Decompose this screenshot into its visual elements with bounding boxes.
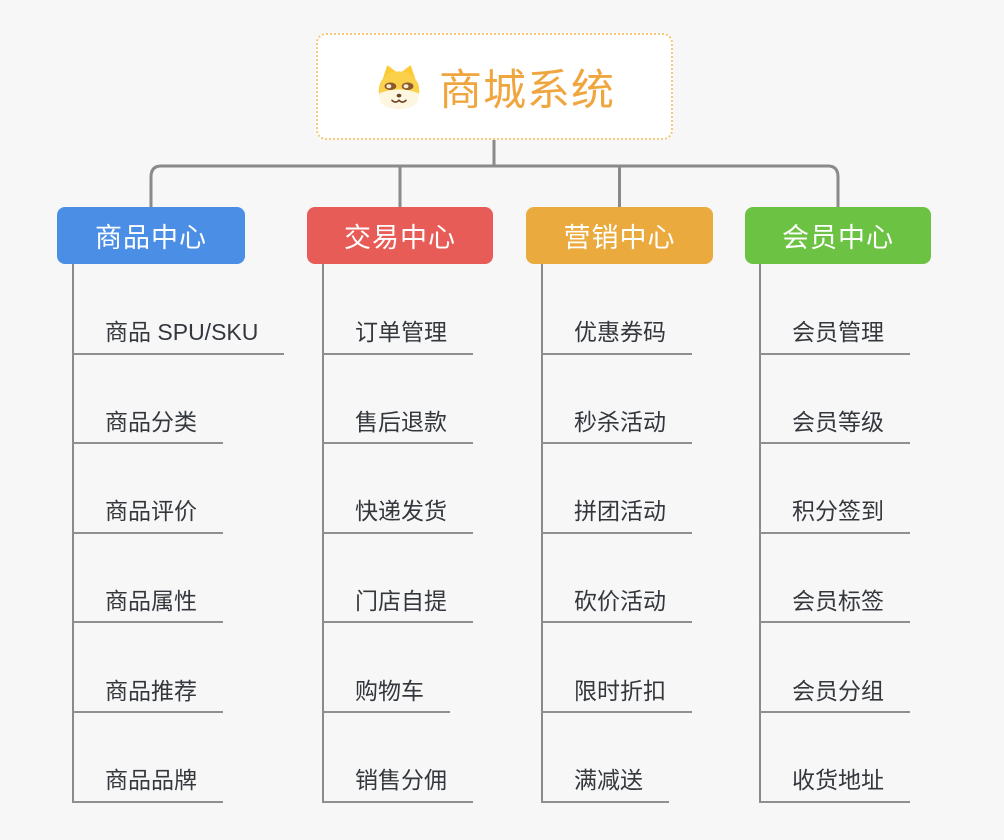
branch-marketing-center[interactable]: 营销中心 — [526, 207, 713, 264]
leaf-topic[interactable]: 商品分类 — [72, 355, 284, 445]
leaf-label: 会员等级 — [759, 409, 910, 445]
branch-label: 会员中心 — [782, 223, 894, 253]
leaf-topic[interactable]: 商品 SPU/SKU — [72, 265, 285, 355]
leaf-label: 商品评价 — [72, 498, 223, 534]
leaf-topic[interactable]: 快递发货 — [322, 444, 473, 534]
leaf-label: 销售分佣 — [322, 767, 473, 803]
leaf-topic[interactable]: 商品品牌 — [72, 713, 284, 803]
leaf-column-trade-center: 订单管理 售后退款 快递发货 门店自提 购物车 销售分佣 — [322, 265, 473, 803]
leaf-label: 售后退款 — [322, 409, 473, 445]
leaf-label: 积分签到 — [759, 498, 910, 534]
leaf-label: 门店自提 — [322, 588, 473, 624]
root-node-title: 商城系统 — [439, 66, 615, 115]
leaf-topic[interactable]: 商品推荐 — [72, 623, 284, 713]
leaf-topic[interactable]: 满减送 — [541, 713, 692, 803]
leaf-topic[interactable]: 会员标签 — [759, 534, 910, 624]
root-node-mall-system[interactable]: 商城系统 — [316, 33, 673, 140]
leaf-label: 收货地址 — [759, 767, 910, 803]
branch-label: 交易中心 — [344, 223, 456, 253]
leaf-label: 会员管理 — [759, 319, 910, 355]
leaf-label: 订单管理 — [322, 319, 473, 355]
leaf-label: 拼团活动 — [541, 498, 692, 534]
leaf-topic[interactable]: 收货地址 — [759, 713, 910, 803]
leaf-topic[interactable]: 拼团活动 — [541, 444, 692, 534]
leaf-column-member-center: 会员管理 会员等级 积分签到 会员标签 会员分组 收货地址 — [759, 265, 910, 803]
leaf-topic[interactable]: 门店自提 — [322, 534, 473, 624]
leaf-label: 商品属性 — [72, 588, 223, 624]
leaf-column-product-center: 商品 SPU/SKU 商品分类 商品评价 商品属性 商品推荐 商品品牌 — [72, 265, 285, 803]
branch-member-center[interactable]: 会员中心 — [745, 207, 931, 264]
branch-bus-connector — [149, 164, 840, 207]
leaf-topic[interactable]: 秒杀活动 — [541, 355, 692, 445]
leaf-topic[interactable]: 会员等级 — [759, 355, 910, 445]
leaf-label: 会员标签 — [759, 588, 910, 624]
leaf-topic[interactable]: 会员管理 — [759, 265, 910, 355]
leaf-label: 满减送 — [541, 767, 669, 803]
branch-label: 商品中心 — [95, 223, 207, 253]
leaf-topic[interactable]: 售后退款 — [322, 355, 473, 445]
leaf-label: 商品品牌 — [72, 767, 223, 803]
leaf-label: 秒杀活动 — [541, 409, 692, 445]
leaf-topic[interactable]: 销售分佣 — [322, 713, 473, 803]
branch-trade-center[interactable]: 交易中心 — [307, 207, 493, 264]
leaf-label: 限时折扣 — [541, 678, 692, 713]
leaf-topic[interactable]: 订单管理 — [322, 265, 473, 355]
leaf-topic[interactable]: 商品评价 — [72, 444, 284, 534]
leaf-topic[interactable]: 砍价活动 — [541, 534, 692, 624]
leaf-label: 优惠券码 — [541, 319, 692, 355]
leaf-topic[interactable]: 会员分组 — [759, 623, 910, 713]
leaf-label: 快递发货 — [322, 498, 473, 534]
leaf-label: 商品分类 — [72, 409, 223, 445]
leaf-label: 商品 SPU/SKU — [72, 319, 285, 355]
branch-label: 营销中心 — [563, 223, 676, 253]
leaf-topic[interactable]: 积分签到 — [759, 444, 910, 534]
leaf-topic[interactable]: 商品属性 — [72, 534, 284, 624]
leaf-label: 商品推荐 — [72, 678, 223, 713]
leaf-topic[interactable]: 限时折扣 — [541, 623, 692, 713]
leaf-label: 砍价活动 — [541, 588, 692, 624]
leaf-topic[interactable]: 购物车 — [322, 623, 473, 713]
leaf-topic[interactable]: 优惠券码 — [541, 265, 692, 355]
leaf-column-marketing-center: 优惠券码 秒杀活动 拼团活动 砍价活动 限时折扣 满减送 — [541, 265, 692, 803]
leaf-label: 会员分组 — [759, 678, 910, 713]
branch-product-center[interactable]: 商品中心 — [57, 207, 245, 264]
leaf-label: 购物车 — [322, 678, 450, 713]
shiba-dog-icon — [378, 64, 420, 109]
